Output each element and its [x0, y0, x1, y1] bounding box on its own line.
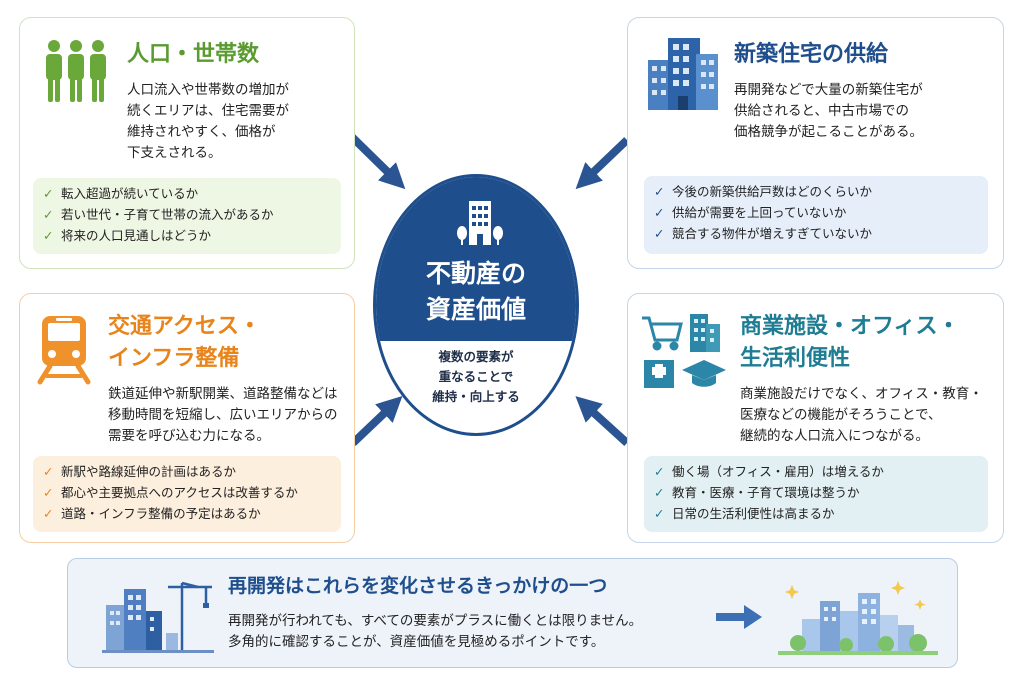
check-icon: ✓ [654, 184, 665, 199]
facilities-title-line: 商業施設・オフィス・ [740, 314, 960, 339]
checklist-item: ✓競合する物件が増えすぎていないか [654, 223, 978, 244]
card-facilities: 商業施設・オフィス・ 生活利便性 商業施設だけでなく、オフィス・教育・ 医療など… [627, 293, 1004, 543]
check-icon: ✓ [43, 207, 54, 222]
banner-body-line: 再開発が行われても、すべての要素がプラスに働くとは限りません。 [228, 613, 643, 629]
shopping-cart-icon [642, 316, 683, 351]
building-with-trees-icon [457, 201, 503, 245]
center-title-line2: 資産価値 [425, 295, 526, 324]
construction-city-icon [102, 581, 214, 653]
population-checklist: ✓転入超過が続いているか ✓若い世代・子育て世帯の流入があるか ✓将来の人口見通… [33, 178, 341, 254]
transport-checklist: ✓新駅や路線延伸の計画はあるか ✓都心や主要拠点へのアクセスは改善するか ✓道路… [33, 456, 341, 532]
banner-body-line: 多角的に確認することが、資産価値を見極めるポイントです。 [228, 634, 605, 650]
population-body-line: 下支えされる。 [127, 145, 222, 161]
housing-body-line: 供給されると、中古市場での [734, 103, 909, 119]
hospital-icon [644, 360, 674, 388]
banner-title: 再開発はこれらを変化させるきっかけの一つ [228, 575, 608, 597]
checklist-item: ✓将来の人口見通しはどうか [43, 225, 331, 246]
housing-body-line: 再開発などで大量の新築住宅が [734, 82, 923, 98]
people-icon [46, 40, 106, 102]
checklist-item: ✓供給が需要を上回っていないか [654, 202, 978, 223]
train-icon [37, 316, 91, 385]
facilities-title: 商業施設・オフィス・ 生活利便性 [740, 312, 960, 374]
check-icon: ✓ [43, 186, 54, 201]
transport-title: 交通アクセス・ インフラ整備 [108, 312, 261, 374]
facilities-body: 商業施設だけでなく、オフィス・教育・ 医療などの機能がそろうことで、 継続的な人… [740, 384, 983, 447]
arrow-from-population [349, 134, 406, 190]
population-body: 人口流入や世帯数の増加が 続くエリアは、住宅需要が 維持されやすく、価格が 下支… [127, 80, 289, 164]
center-subtitle: 複数の要素が 重なることで 維持・向上する [376, 347, 576, 407]
transport-title-line: インフラ整備 [108, 346, 240, 371]
banner-body: 再開発が行われても、すべての要素がプラスに働くとは限りません。 多角的に確認する… [228, 611, 642, 653]
checklist-item: ✓新駅や路線延伸の計画はあるか [43, 461, 331, 482]
check-icon: ✓ [43, 485, 54, 500]
check-icon: ✓ [654, 464, 665, 479]
right-arrow-icon [716, 605, 762, 629]
arrow-from-housing [575, 137, 630, 190]
check-icon: ✓ [43, 506, 54, 521]
transport-title-line: 交通アクセス・ [108, 314, 261, 339]
card-housing: 新築住宅の供給 再開発などで大量の新築住宅が 供給されると、中古市場での 価格競… [627, 17, 1004, 269]
check-icon: ✓ [654, 205, 665, 220]
center-title-line1: 不動産の [425, 259, 526, 288]
checklist-item: ✓都心や主要拠点へのアクセスは改善するか [43, 482, 331, 503]
checklist-item: ✓日常の生活利便性は高まるか [654, 503, 978, 524]
developed-city-icon [778, 581, 938, 655]
arrow-from-facilities [575, 396, 630, 446]
checklist-item: ✓若い世代・子育て世帯の流入があるか [43, 204, 331, 225]
population-body-line: 続くエリアは、住宅需要が [127, 103, 289, 119]
center-subtitle-line: 重なることで [438, 369, 514, 384]
check-icon: ✓ [43, 464, 54, 479]
population-body-line: 人口流入や世帯数の増加が [127, 82, 289, 98]
sparkle-icon [785, 581, 926, 610]
center-subtitle-line: 複数の要素が [438, 349, 514, 364]
graduation-cap-icon [682, 360, 726, 387]
transport-body-line: 鉄道延伸や新駅開業、道路整備などは [108, 386, 338, 402]
card-population: 人口・世帯数 人口流入や世帯数の増加が 続くエリアは、住宅需要が 維持されやすく… [19, 17, 355, 269]
center-asset-value: 不動産の 資産価値 複数の要素が 重なることで 維持・向上する [373, 174, 579, 436]
transport-body-line: 移動時間を短縮し、広いエリアからの [108, 407, 338, 423]
facilities-title-line: 生活利便性 [740, 346, 851, 371]
check-icon: ✓ [654, 226, 665, 241]
facilities-body-line: 医療などの機能がそろうことで、 [740, 407, 942, 423]
checklist-item: ✓教育・医療・子育て環境は整うか [654, 482, 978, 503]
checklist-item: ✓道路・インフラ整備の予定はあるか [43, 503, 331, 524]
redevelopment-banner: 再開発はこれらを変化させるきっかけの一つ 再開発が行われても、すべての要素がプラ… [67, 558, 958, 668]
housing-checklist: ✓今後の新築供給戸数はどのくらいか ✓供給が需要を上回っていないか ✓競合する物… [644, 176, 988, 254]
arrow-from-transport [350, 395, 403, 446]
apartment-buildings-icon [648, 38, 718, 110]
checklist-item: ✓働く場（オフィス・雇用）は増えるか [654, 461, 978, 482]
population-body-line: 維持されやすく、価格が [127, 124, 276, 140]
housing-body-line: 価格競争が起こることがある。 [734, 124, 923, 140]
card-transport: 交通アクセス・ インフラ整備 鉄道延伸や新駅開業、道路整備などは 移動時間を短縮… [19, 293, 355, 543]
center-top-panel: 不動産の 資産価値 [376, 177, 576, 341]
checklist-item: ✓転入超過が続いているか [43, 183, 331, 204]
transport-body: 鉄道延伸や新駅開業、道路整備などは 移動時間を短縮し、広いエリアからの 需要を呼… [108, 384, 338, 447]
facilities-icon [642, 314, 726, 388]
facilities-checklist: ✓働く場（オフィス・雇用）は増えるか ✓教育・医療・子育て環境は整うか ✓日常の… [644, 456, 988, 532]
facilities-body-line: 継続的な人口流入につながる。 [740, 428, 929, 444]
housing-title: 新築住宅の供給 [734, 42, 889, 67]
checklist-item: ✓今後の新築供給戸数はどのくらいか [654, 181, 978, 202]
office-building-icon [690, 314, 720, 352]
center-subtitle-line: 維持・向上する [432, 389, 520, 404]
transport-body-line: 需要を呼び込む力になる。 [108, 428, 270, 444]
check-icon: ✓ [43, 228, 54, 243]
facilities-body-line: 商業施設だけでなく、オフィス・教育・ [740, 386, 983, 402]
check-icon: ✓ [654, 485, 665, 500]
population-title: 人口・世帯数 [127, 42, 260, 67]
housing-body: 再開発などで大量の新築住宅が 供給されると、中古市場での 価格競争が起こることが… [734, 80, 923, 143]
check-icon: ✓ [654, 506, 665, 521]
